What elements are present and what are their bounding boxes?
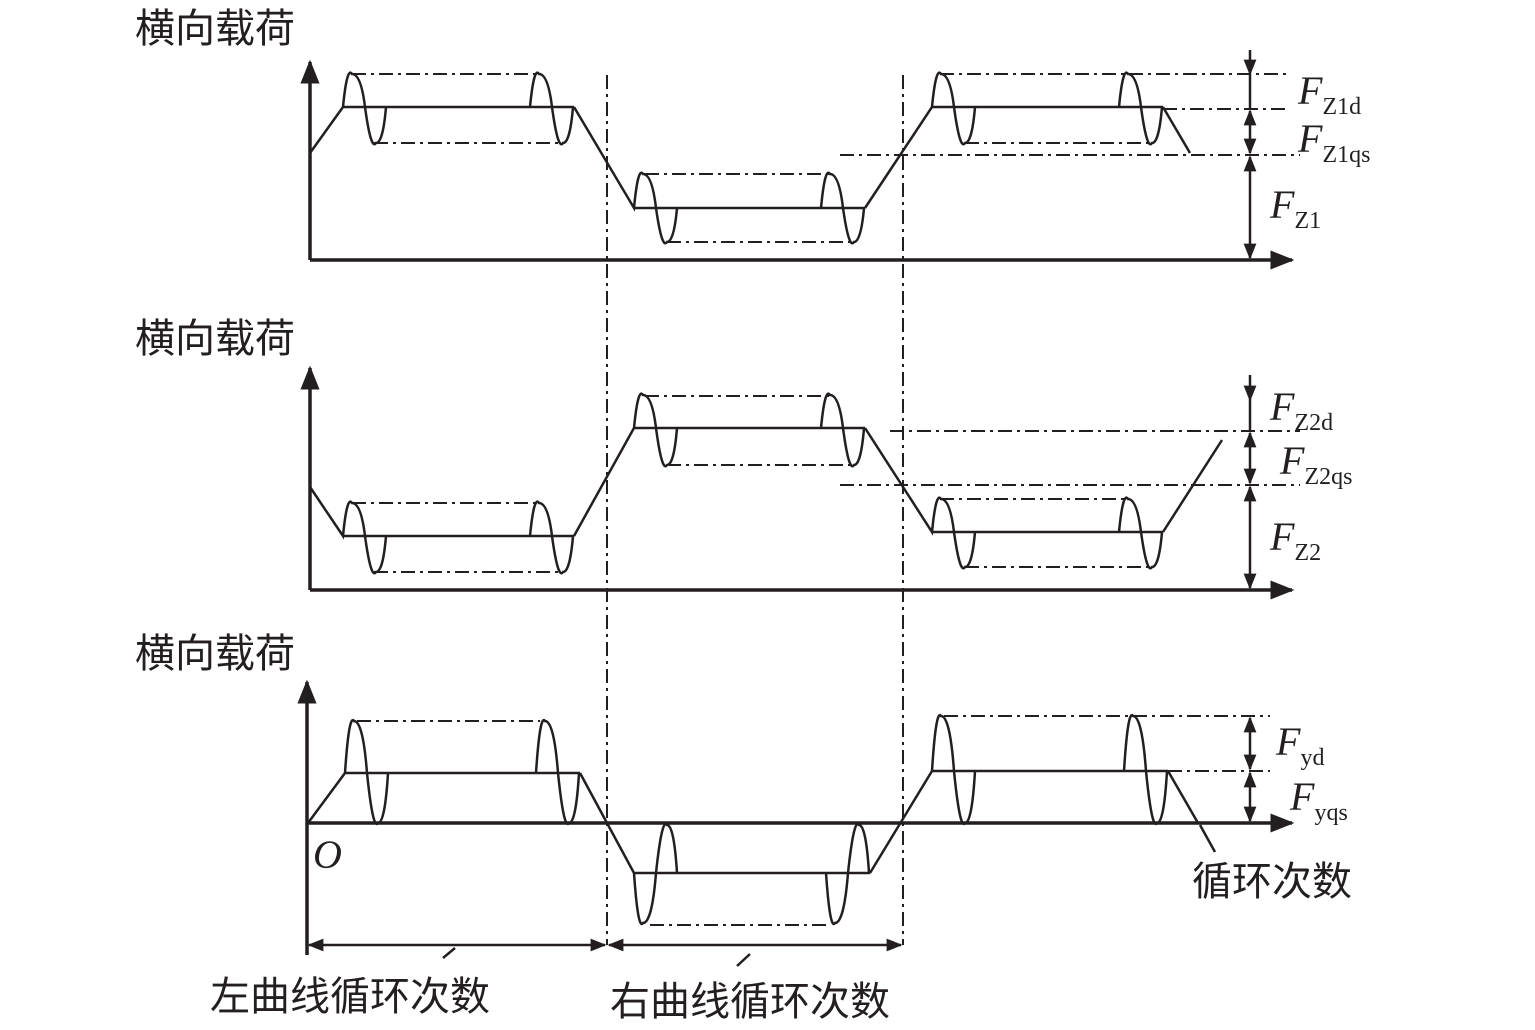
amplitude-reference-lines <box>352 73 1300 243</box>
origin-label: O <box>313 832 342 877</box>
panel-3: 横向载荷 Fyd Fyqs O 循环次数 <box>135 631 1352 955</box>
load-curve <box>306 713 1200 926</box>
x-axis-label: 循环次数 <box>1192 859 1352 905</box>
label-fz2: FZ2 <box>1269 514 1321 566</box>
label-fz1d: FZ1d <box>1297 68 1361 120</box>
label-fz1: FZ1 <box>1269 182 1321 234</box>
cycle-span-dimensions: 左曲线循环次数 右曲线循环次数 <box>210 938 903 1025</box>
x-label-leader <box>1198 824 1217 853</box>
y-axis-label: 横向载荷 <box>135 6 295 52</box>
y-axis-label: 横向载荷 <box>135 316 295 362</box>
panel-1: 横向载荷 FZ1d FZ1qs FZ1 <box>135 6 1370 270</box>
left-span-label: 左曲线循环次数 <box>210 974 490 1020</box>
amplitude-reference-lines <box>357 715 1270 926</box>
panel-2: 横向载荷 FZ2d FZ2qs FZ2 <box>135 316 1352 600</box>
load-curve <box>308 71 1192 245</box>
load-curve <box>308 392 1224 575</box>
y-axis-label: 横向载荷 <box>135 631 295 677</box>
label-fz2d: FZ2d <box>1269 384 1333 436</box>
label-fyd: Fyd <box>1275 719 1324 771</box>
label-fz1qs: FZ1qs <box>1297 116 1370 168</box>
label-fyqs: Fyqs <box>1289 774 1348 826</box>
right-span-label: 右曲线循环次数 <box>610 979 890 1025</box>
label-fz2qs: FZ2qs <box>1279 438 1352 490</box>
amplitude-reference-lines <box>352 395 1300 573</box>
